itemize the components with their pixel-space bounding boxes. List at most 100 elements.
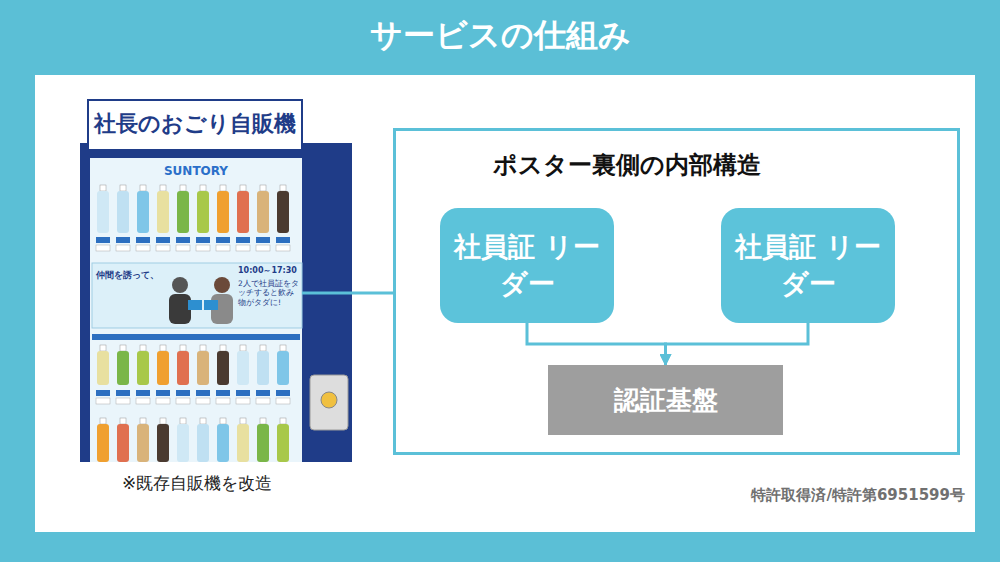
price-tag bbox=[196, 390, 210, 396]
box-text: 社員証 リーダー bbox=[733, 229, 883, 302]
price-tile bbox=[196, 398, 210, 404]
price-tile bbox=[216, 398, 230, 404]
bottle-cap bbox=[140, 185, 146, 191]
bottle bbox=[257, 351, 269, 385]
bottle-rows bbox=[92, 185, 300, 462]
box-text: 社員証 リーダー bbox=[452, 229, 602, 302]
page-title: サービスの仕組み bbox=[0, 14, 1000, 58]
bottle bbox=[277, 351, 289, 385]
price-tile bbox=[236, 245, 250, 251]
bottle bbox=[137, 424, 149, 462]
bottle-cap bbox=[120, 418, 126, 424]
sign-text: 社長のおごり自販機 bbox=[88, 110, 302, 138]
machine-body bbox=[80, 143, 352, 462]
badge-icon bbox=[204, 300, 218, 310]
leader-line bbox=[302, 292, 393, 295]
bottle-cap bbox=[180, 345, 186, 351]
bottle-cap bbox=[160, 185, 166, 191]
price-tag bbox=[276, 390, 290, 396]
bottle-cap bbox=[260, 418, 266, 424]
price-tag bbox=[216, 390, 230, 396]
bottle bbox=[97, 351, 109, 385]
reader-box: 社員証 リーダー bbox=[440, 208, 614, 323]
bottle bbox=[97, 191, 109, 233]
bottle bbox=[97, 424, 109, 462]
price-tile bbox=[136, 398, 150, 404]
price-tile bbox=[156, 245, 170, 251]
bottle-cap bbox=[200, 185, 206, 191]
price-tile bbox=[116, 245, 130, 251]
bottle-cap bbox=[180, 418, 186, 424]
price-tag bbox=[236, 390, 250, 396]
bottle-cap bbox=[240, 185, 246, 191]
bottle bbox=[237, 351, 249, 385]
bottle bbox=[217, 424, 229, 462]
bottle bbox=[237, 191, 249, 233]
price-tag bbox=[196, 237, 210, 243]
price-tag bbox=[256, 237, 270, 243]
bottle bbox=[177, 424, 189, 462]
bottle bbox=[177, 351, 189, 385]
bottle-cap bbox=[120, 345, 126, 351]
bottle bbox=[197, 351, 209, 385]
price-tag bbox=[156, 237, 170, 243]
bottle bbox=[157, 351, 169, 385]
price-tag bbox=[216, 237, 230, 243]
price-tile bbox=[156, 398, 170, 404]
bottle bbox=[197, 191, 209, 233]
price-tag bbox=[276, 237, 290, 243]
coin-unit bbox=[310, 375, 348, 430]
bottle bbox=[157, 424, 169, 462]
badge-icon bbox=[188, 300, 202, 310]
machine-display bbox=[90, 158, 302, 462]
price-tag bbox=[116, 237, 130, 243]
brand-logo: SUNTORY bbox=[90, 164, 302, 179]
machine-sign bbox=[88, 100, 302, 150]
bottle bbox=[257, 191, 269, 233]
bottle-cap bbox=[180, 185, 186, 191]
machine-poster bbox=[92, 263, 302, 328]
bottle-cap bbox=[140, 345, 146, 351]
patent-note: 特許取得済/特許第6951599号 bbox=[620, 486, 965, 505]
note-text: ※既存自販機を改造 bbox=[122, 473, 322, 494]
bottle bbox=[237, 424, 249, 462]
bottle bbox=[277, 191, 289, 233]
bottle bbox=[217, 191, 229, 233]
bottle-cap bbox=[220, 185, 226, 191]
bottle bbox=[177, 191, 189, 233]
price-tag bbox=[96, 237, 110, 243]
person-icon bbox=[214, 277, 230, 293]
bottle-cap bbox=[100, 345, 106, 351]
bottle-cap bbox=[160, 418, 166, 424]
price-tag bbox=[136, 390, 150, 396]
price-tag bbox=[136, 237, 150, 243]
price-tag bbox=[256, 390, 270, 396]
price-tile bbox=[196, 245, 210, 251]
poster-text: 仲間を誘って、 bbox=[96, 270, 166, 281]
bottle-cap bbox=[280, 345, 286, 351]
price-tile bbox=[136, 245, 150, 251]
bottle-cap bbox=[200, 345, 206, 351]
bottle-cap bbox=[260, 185, 266, 191]
bottle bbox=[257, 424, 269, 462]
bottle-cap bbox=[240, 345, 246, 351]
bottle-cap bbox=[280, 418, 286, 424]
price-tile bbox=[276, 245, 290, 251]
price-tile bbox=[96, 245, 110, 251]
price-tile bbox=[96, 398, 110, 404]
price-tag bbox=[176, 390, 190, 396]
platform-box: 認証基盤 bbox=[548, 365, 783, 435]
machine-strip bbox=[92, 334, 300, 340]
person-icon bbox=[172, 277, 188, 293]
bottle-cap bbox=[280, 185, 286, 191]
bottle bbox=[117, 424, 129, 462]
frame-heading: ポスター裏側の内部構造 bbox=[493, 149, 761, 181]
reader-box: 社員証 リーダー bbox=[721, 208, 895, 323]
bottle-cap bbox=[100, 418, 106, 424]
price-tile bbox=[236, 398, 250, 404]
price-tile bbox=[216, 245, 230, 251]
price-tile bbox=[256, 398, 270, 404]
bottle bbox=[197, 424, 209, 462]
bottle-cap bbox=[220, 345, 226, 351]
